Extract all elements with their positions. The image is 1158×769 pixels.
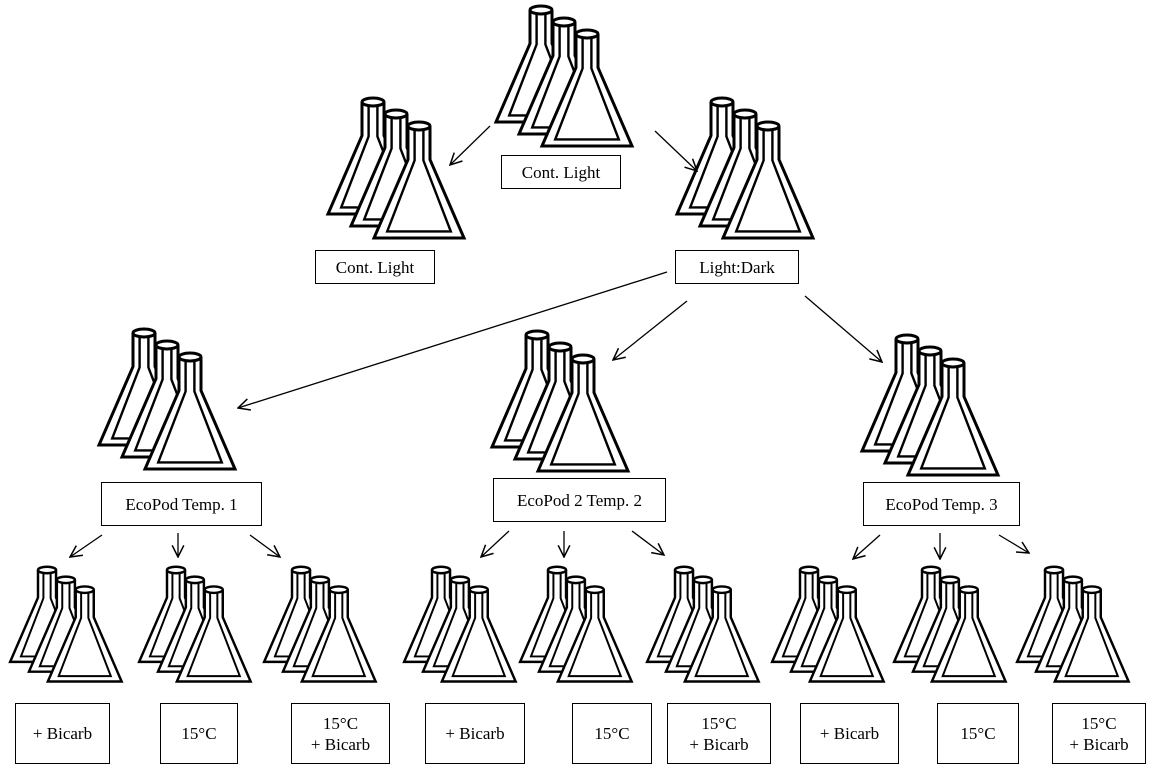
flask-icon bbox=[325, 96, 467, 240]
flask-icon bbox=[674, 96, 816, 240]
flask-icon bbox=[262, 565, 378, 683]
flask-icon bbox=[892, 565, 1008, 683]
ecopod-1-label: EcoPod Temp. 1 bbox=[101, 482, 262, 526]
flask-icon bbox=[402, 565, 518, 683]
light-dark-label: Light:Dark bbox=[675, 250, 799, 284]
flask-icon bbox=[137, 565, 253, 683]
leaf-3-1-label: + Bicarb bbox=[800, 703, 899, 764]
arrow-connector bbox=[631, 530, 664, 555]
ecopod-2-label: EcoPod 2 Temp. 2 bbox=[493, 478, 666, 522]
leaf-2-1-label: + Bicarb bbox=[425, 703, 525, 764]
cont-light-label: Cont. Light bbox=[315, 250, 435, 284]
arrow-connector bbox=[804, 295, 882, 362]
flask-icon bbox=[645, 565, 761, 683]
arrow-connector bbox=[249, 534, 280, 557]
arrow-connector bbox=[613, 300, 688, 360]
flask-icon bbox=[493, 4, 635, 148]
flask-icon bbox=[96, 327, 238, 471]
arrow-connector bbox=[70, 534, 103, 557]
leaf-2-3-label: 15°C + Bicarb bbox=[667, 703, 771, 764]
leaf-1-1-label: + Bicarb bbox=[15, 703, 110, 764]
arrow-connector bbox=[654, 130, 697, 171]
flask-icon bbox=[859, 333, 1001, 477]
arrow-connector bbox=[481, 530, 510, 557]
leaf-3-3-label: 15°C + Bicarb bbox=[1052, 703, 1146, 764]
flask-icon bbox=[518, 565, 634, 683]
leaf-2-2-label: 15°C bbox=[572, 703, 652, 764]
flask-icon bbox=[1015, 565, 1131, 683]
arrow-connector bbox=[998, 534, 1029, 553]
ecopod-3-label: EcoPod Temp. 3 bbox=[863, 482, 1020, 526]
flask-icon bbox=[8, 565, 124, 683]
leaf-3-2-label: 15°C bbox=[937, 703, 1019, 764]
arrow-connector bbox=[853, 534, 881, 559]
flask-icon bbox=[489, 329, 631, 473]
root-condition-label: Cont. Light bbox=[501, 155, 621, 189]
arrow-connector bbox=[238, 271, 668, 408]
arrow-connector bbox=[450, 125, 491, 165]
leaf-1-3-label: 15°C + Bicarb bbox=[291, 703, 390, 764]
flask-icon bbox=[770, 565, 886, 683]
leaf-1-2-label: 15°C bbox=[160, 703, 238, 764]
